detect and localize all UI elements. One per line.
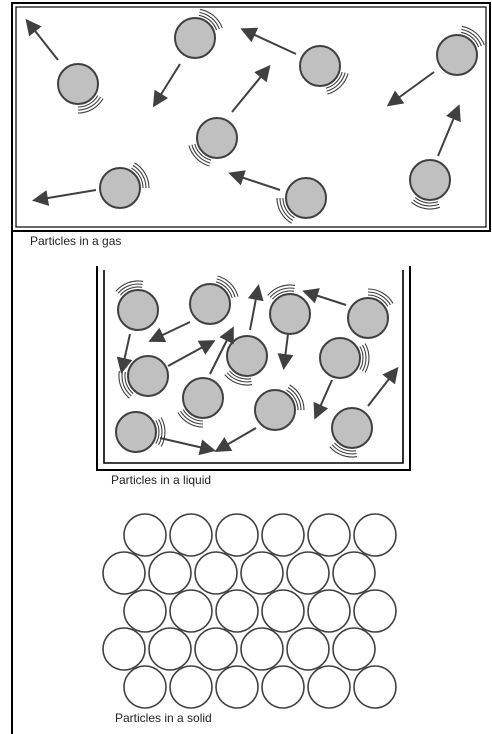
gas-particles (28, 9, 484, 223)
solid-particle (216, 514, 258, 556)
solid-particle (262, 590, 304, 632)
gas-particle (244, 30, 348, 94)
solid-particle (216, 590, 258, 632)
solid-particle (333, 552, 375, 594)
motion-arrow (155, 64, 180, 104)
motion-arrow (368, 370, 396, 406)
liquid-particles (116, 276, 396, 457)
motion-arrow (390, 72, 434, 104)
solid-particle (149, 628, 191, 670)
particle-circle (128, 356, 168, 396)
liquid-particle (316, 338, 369, 416)
solid-particle (149, 552, 191, 594)
solid-particle (262, 514, 304, 556)
liquid-particle (225, 288, 267, 385)
liquid-particle (306, 289, 393, 338)
particle-circle (332, 408, 372, 448)
particle-circle (255, 390, 295, 430)
gas-particle (410, 108, 458, 209)
motion-arrow (152, 322, 190, 340)
solid-particle (354, 666, 396, 708)
solid-particle (103, 552, 145, 594)
motion-arrow (232, 174, 280, 190)
particle-circle (175, 18, 215, 58)
motion-arrow (232, 68, 268, 112)
solid-particle (308, 666, 350, 708)
gas-particle (189, 68, 268, 166)
liquid-particle (152, 276, 238, 340)
motion-arrow (122, 334, 130, 370)
particle-circle (300, 46, 340, 86)
gas-caption: Particles in a gas (30, 234, 121, 248)
solid-particle (354, 590, 396, 632)
solid-particle (195, 628, 237, 670)
particle-circle (116, 412, 156, 452)
motion-arrow (218, 428, 256, 450)
liquid-particle (330, 370, 396, 457)
solid-particle (170, 590, 212, 632)
solid-lattice (103, 514, 396, 708)
solid-particle (241, 552, 283, 594)
liquid-particle (218, 385, 304, 450)
motion-arrow (244, 30, 296, 54)
solid-particle (195, 552, 237, 594)
particle-circle (227, 336, 267, 376)
particle-circle (100, 168, 140, 208)
solid-caption: Particles in a solid (115, 711, 212, 725)
solid-particle (124, 514, 166, 556)
gas-particle (155, 9, 222, 104)
particle-circle (183, 378, 223, 418)
solid-particle (124, 590, 166, 632)
motion-arrow (284, 334, 288, 366)
motion-arrow (316, 380, 332, 416)
solid-particle (308, 514, 350, 556)
particle-circle (320, 338, 360, 378)
solid-particle (216, 666, 258, 708)
solid-particle (354, 514, 396, 556)
particle-circle (286, 178, 326, 218)
solid-particle (287, 552, 329, 594)
motion-arrow (250, 288, 258, 330)
gas-particle (36, 163, 149, 208)
solid-particle (308, 590, 350, 632)
particle-circle (437, 35, 477, 75)
solid-particle (124, 666, 166, 708)
gas-panel: Particles in a gas (12, 3, 490, 248)
particle-circle (190, 284, 230, 324)
solid-particle (170, 666, 212, 708)
motion-arrow (160, 438, 212, 450)
motion-arrow (306, 292, 346, 305)
gas-particle (28, 22, 103, 113)
particle-circle (410, 160, 450, 200)
gas-particle (232, 174, 326, 223)
gas-particle (390, 26, 484, 104)
particle-circle (58, 64, 98, 104)
particle-circle (197, 118, 237, 158)
liquid-caption: Particles in a liquid (111, 473, 211, 487)
particle-circle (118, 290, 158, 330)
solid-particle (287, 628, 329, 670)
motion-arrow (28, 22, 58, 60)
liquid-particle (178, 330, 232, 427)
motion-arrow (168, 342, 212, 366)
solid-particle (170, 514, 212, 556)
solid-particle (262, 666, 304, 708)
liquid-panel: Particles in a liquid (97, 266, 410, 487)
motion-arrow (36, 190, 96, 200)
solid-particle (241, 628, 283, 670)
particle-circle (348, 298, 388, 338)
motion-arrow (438, 108, 458, 156)
solid-particle (333, 628, 375, 670)
solid-panel: Particles in a solid (103, 514, 396, 725)
liquid-particle (268, 285, 310, 366)
solid-particle (103, 628, 145, 670)
particle-circle (270, 294, 310, 334)
